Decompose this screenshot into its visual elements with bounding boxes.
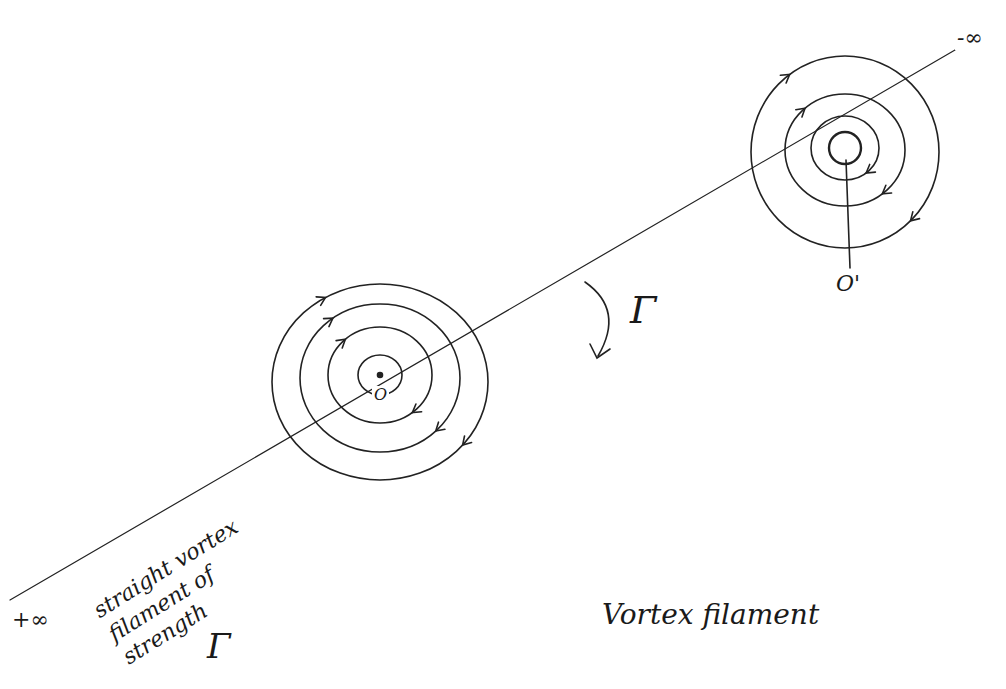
flow-arrowhead [436,422,445,431]
strength-symbol: Γ [205,628,233,665]
flow-arrowhead [780,74,789,83]
flow-arrowhead [336,339,345,348]
filament-line [10,50,955,600]
flow-arrowhead [910,212,919,221]
flow-arrowhead [316,297,325,305]
center-label: O' [834,272,862,296]
velocity-circles [751,56,939,248]
flow-arrowhead [882,185,891,194]
infinity-label: -∞ [955,26,985,50]
flow-arrowhead [324,318,333,326]
circulation-arrow [585,282,609,356]
flow-arrowhead [866,164,875,173]
flow-arrowhead [412,404,421,413]
flow-arrowhead [796,108,805,117]
flow-arrows [316,74,919,445]
filament-note: straight vortex filament of strength [87,507,283,672]
center-point [378,373,383,378]
leader-line [846,160,850,268]
infinity-label: +∞ [10,608,51,632]
arrow-head [590,344,610,358]
center-label: O [372,386,389,404]
circulation-symbol: Γ [628,290,658,332]
velocity-circles [272,284,488,480]
caption-note: Vortex filament [600,600,821,631]
flow-arrowhead [463,436,472,445]
